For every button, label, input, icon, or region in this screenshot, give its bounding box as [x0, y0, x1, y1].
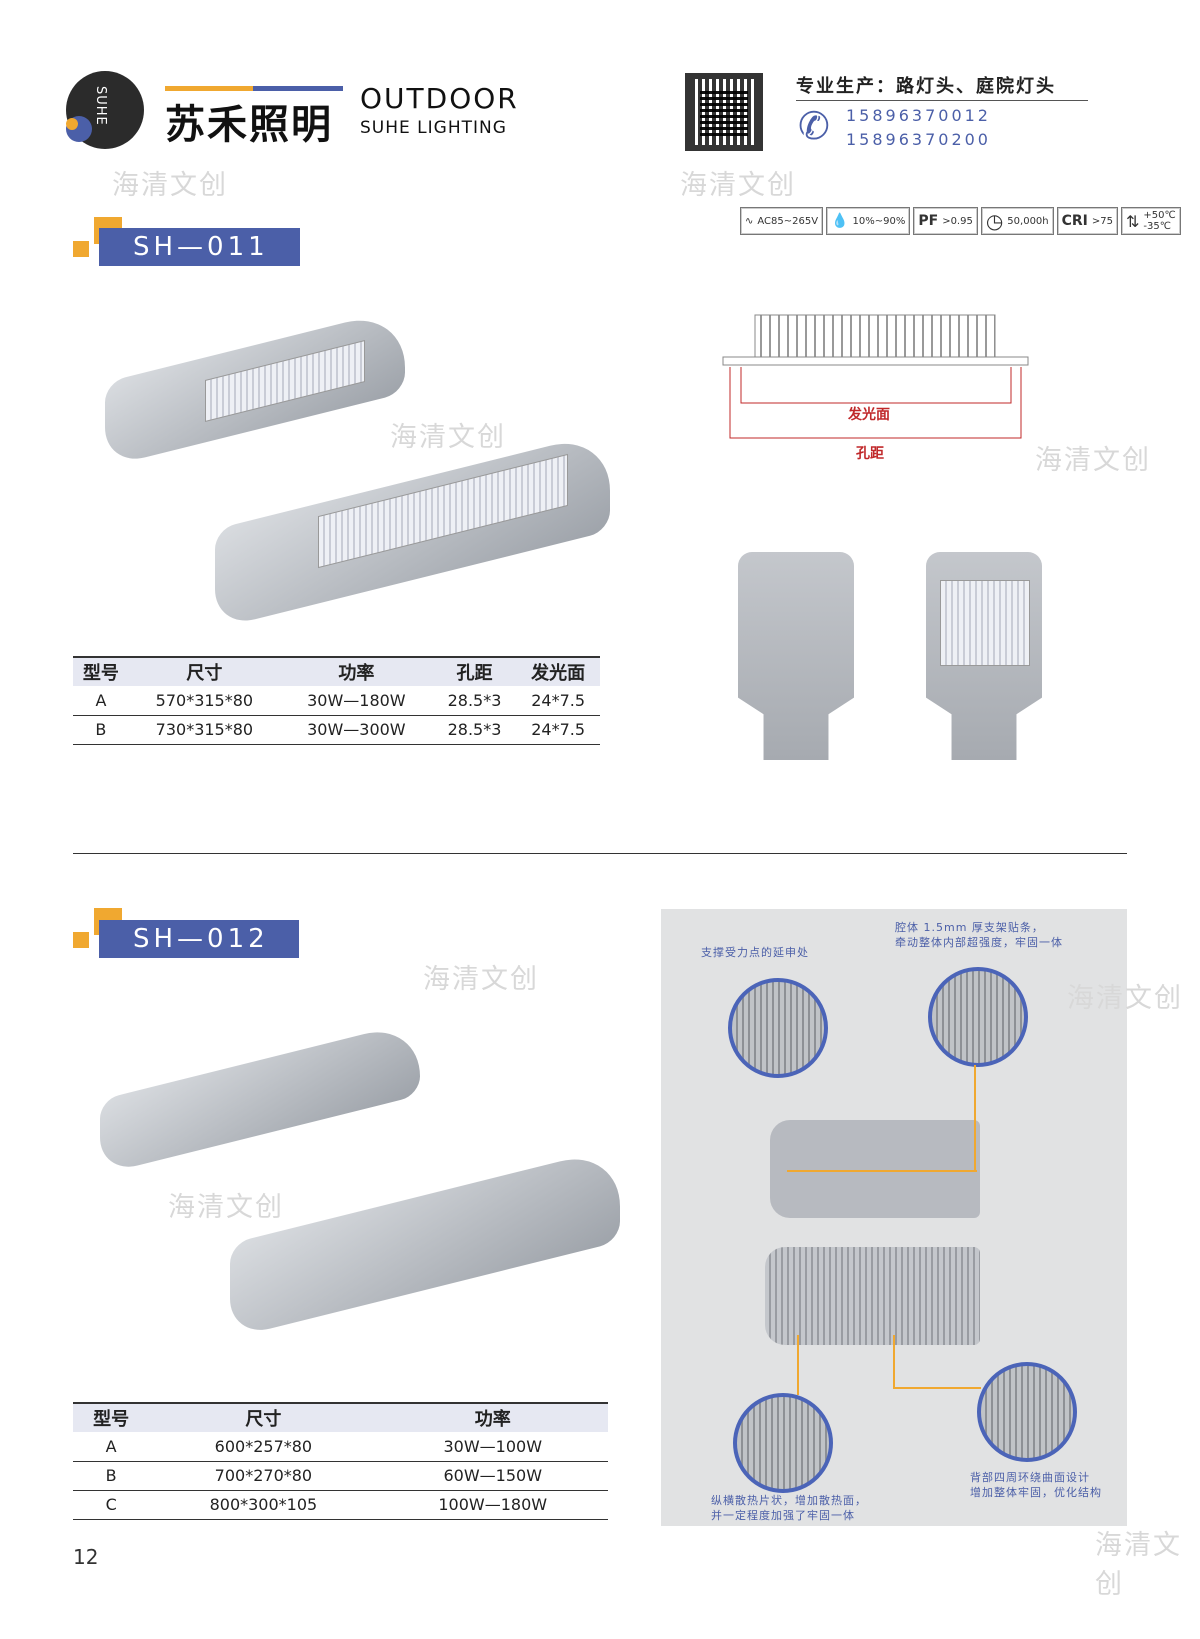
hole-distance-label: 孔距 — [856, 446, 884, 462]
detail-circle — [977, 1362, 1077, 1462]
dimension-diagram — [722, 314, 1029, 439]
spec-pf: PF>0.95 — [913, 207, 978, 235]
product-inside-view — [770, 1120, 980, 1218]
decor-square — [73, 932, 89, 948]
spec-icons: ∿AC85~265V 💧10%~90% PF>0.95 ◷50,000h CRI… — [740, 207, 1181, 235]
callout-line — [974, 1065, 976, 1172]
product-image-b — [230, 1146, 620, 1339]
watermark: 海清文创 — [1035, 445, 1151, 476]
product-back-view — [738, 552, 854, 760]
callout-line — [893, 1387, 981, 1389]
watermark: 海清文创 — [1095, 1530, 1182, 1600]
spec-lifetime: ◷50,000h — [980, 207, 1054, 235]
watermark: 海清文创 — [112, 170, 228, 201]
callout-line — [893, 1335, 895, 1388]
logo-mark: SUHE — [93, 86, 108, 126]
note-back: 背部四周环绕曲面设计增加整体牢固，优化结构 — [970, 1471, 1102, 1499]
brand-bar — [253, 86, 343, 91]
table-header: 型号尺寸功率孔距发光面 — [73, 656, 600, 686]
detail-circle — [728, 978, 828, 1078]
product-back-fins — [765, 1247, 980, 1345]
callout-line — [787, 1170, 977, 1172]
divider — [796, 100, 1088, 101]
watermark: 海清文创 — [1067, 983, 1183, 1014]
note-fins: 纵横散热片状，增加散热面，并一定程度加强了牢固一体 — [711, 1494, 867, 1522]
emit-surface-label: 发光面 — [848, 407, 890, 423]
section-divider — [73, 853, 1127, 854]
product-image-a — [100, 1020, 420, 1175]
brand-name-en: OUTDOOR — [360, 82, 519, 115]
brand-bar — [165, 86, 253, 91]
decor-square — [73, 241, 89, 257]
watermark: 海清文创 — [423, 964, 539, 995]
tagline: 专业生产：路灯头、庭院灯头 — [796, 76, 1056, 97]
phone-number: 15896370200 — [846, 130, 991, 149]
brand-subname-en: SUHE LIGHTING — [360, 118, 507, 138]
phone-number: 15896370012 — [846, 106, 991, 125]
spec-voltage: ∿AC85~265V — [740, 207, 824, 235]
watermark: 海清文创 — [680, 170, 796, 201]
led-panel — [940, 580, 1030, 666]
detail-circle — [733, 1393, 833, 1493]
spec-humidity: 💧10%~90% — [826, 207, 911, 235]
note-support: 支撑受力点的延申处 — [701, 946, 809, 959]
spec-temperature: ⇅+50℃-35℃ — [1121, 207, 1181, 235]
model-title: SH—012 — [99, 920, 299, 958]
page-number: 12 — [73, 1545, 99, 1569]
callout-line — [797, 1335, 799, 1395]
ac-wave-icon: ∿ — [745, 215, 754, 227]
brand-name-cn: 苏禾照明 — [165, 102, 333, 148]
model-title: SH—011 — [99, 228, 300, 266]
detail-circle — [928, 967, 1028, 1067]
humidity-drop-icon: 💧 — [831, 212, 849, 229]
phone-icon: ✆ — [798, 104, 830, 148]
logo-dot — [66, 118, 78, 130]
table-header: 型号尺寸功率 — [73, 1402, 608, 1432]
watermark: 海清文创 — [390, 422, 506, 453]
temperature-range: +50℃-35℃ — [1143, 210, 1176, 232]
note-cavity: 腔体 1.5mm 厚支架贴条，牵动整体内部超强度，牢固一体 — [895, 921, 1063, 949]
clock-icon: ◷ — [985, 208, 1004, 233]
spec-cri: CRI>75 — [1056, 207, 1118, 235]
qr-code-pattern — [700, 88, 748, 136]
watermark: 海清文创 — [168, 1192, 284, 1223]
thermometer-icon: ⇅ — [1126, 211, 1140, 231]
